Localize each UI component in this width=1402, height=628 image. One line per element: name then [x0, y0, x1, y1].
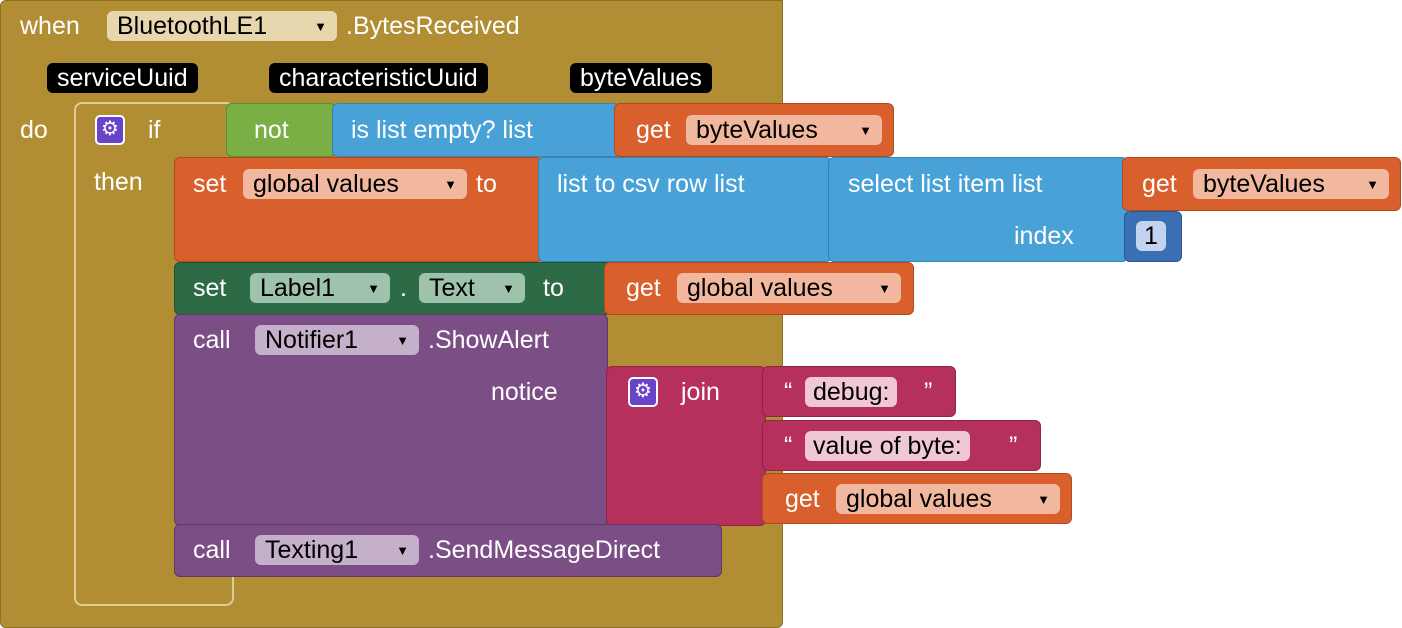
dropdown-arrow-icon: ▼: [859, 123, 872, 138]
method-name: .ShowAlert: [428, 326, 549, 354]
dropdown-arrow-icon: ▼: [878, 281, 891, 296]
dropdown-arrow-icon: ▼: [502, 281, 515, 296]
to-label: to: [476, 170, 497, 198]
set-label: set: [193, 274, 227, 302]
to-label: to: [543, 274, 564, 302]
not-block[interactable]: [226, 103, 336, 157]
get-label: get: [636, 116, 671, 144]
dropdown-arrow-icon: ▼: [396, 543, 409, 558]
dropdown-arrow-icon: ▼: [314, 19, 327, 34]
dropdown-arrow-icon: ▼: [1366, 177, 1379, 192]
dropdown-arrow-icon: ▼: [367, 281, 380, 296]
if-label: if: [148, 116, 161, 144]
set-label: set: [193, 170, 227, 198]
component-dropdown-texting1[interactable]: Texting1▼: [255, 535, 419, 565]
index-value[interactable]: 1: [1136, 221, 1166, 251]
select-list-item-block[interactable]: [828, 157, 1128, 262]
string-value-value-of-byte[interactable]: value of byte:: [805, 431, 970, 461]
index-label: index: [1014, 222, 1074, 250]
close-quote: ”: [924, 378, 933, 406]
when-label: when: [20, 12, 80, 40]
close-quote: ”: [1009, 432, 1018, 460]
call-label: call: [193, 536, 231, 564]
gear-icon[interactable]: ⚙: [95, 115, 125, 145]
notice-label: notice: [491, 378, 558, 406]
get-label: get: [626, 274, 661, 302]
not-label: not: [254, 116, 289, 144]
then-label: then: [94, 168, 143, 196]
variable-dropdown-byte-values[interactable]: byteValues▼: [1193, 169, 1389, 199]
component-dropdown-notifier1[interactable]: Notifier1▼: [255, 325, 419, 355]
component-dropdown-label1[interactable]: Label1▼: [250, 273, 390, 303]
component-dropdown-bluetoothle1[interactable]: BluetoothLE1▼: [107, 11, 337, 41]
do-label: do: [20, 116, 48, 144]
text-string-block-debug[interactable]: [762, 366, 956, 417]
dropdown-arrow-icon: ▼: [1037, 492, 1050, 507]
variable-dropdown-global-values[interactable]: global values▼: [836, 484, 1060, 514]
call-label: call: [193, 326, 231, 354]
list-to-csv-row-label: list to csv row list: [557, 170, 745, 198]
open-quote: “: [784, 432, 793, 460]
event-name: .BytesReceived: [346, 12, 520, 40]
param-service-uuid[interactable]: serviceUuid: [47, 63, 198, 93]
method-name: .SendMessageDirect: [428, 536, 661, 564]
property-dropdown-text[interactable]: Text▼: [419, 273, 525, 303]
dropdown-arrow-icon: ▼: [396, 333, 409, 348]
param-characteristic-uuid[interactable]: characteristicUuid: [269, 63, 488, 93]
list-to-csv-row-block[interactable]: [538, 157, 832, 262]
string-value-debug[interactable]: debug:: [805, 377, 898, 407]
select-list-item-label: select list item list: [848, 170, 1043, 198]
variable-dropdown-global-values[interactable]: global values▼: [677, 273, 901, 303]
dropdown-arrow-icon: ▼: [444, 177, 457, 192]
get-label: get: [785, 485, 820, 513]
is-list-empty-label: is list empty? list: [351, 116, 533, 144]
gear-icon[interactable]: ⚙: [628, 377, 658, 407]
open-quote: “: [784, 378, 793, 406]
param-byte-values[interactable]: byteValues: [570, 63, 712, 93]
variable-dropdown-global-values[interactable]: global values▼: [243, 169, 467, 199]
is-list-empty-block[interactable]: [332, 103, 620, 157]
join-label: join: [681, 378, 720, 406]
get-label: get: [1142, 170, 1177, 198]
variable-dropdown-byte-values[interactable]: byteValues▼: [686, 115, 882, 145]
dot-label: .: [400, 274, 407, 302]
